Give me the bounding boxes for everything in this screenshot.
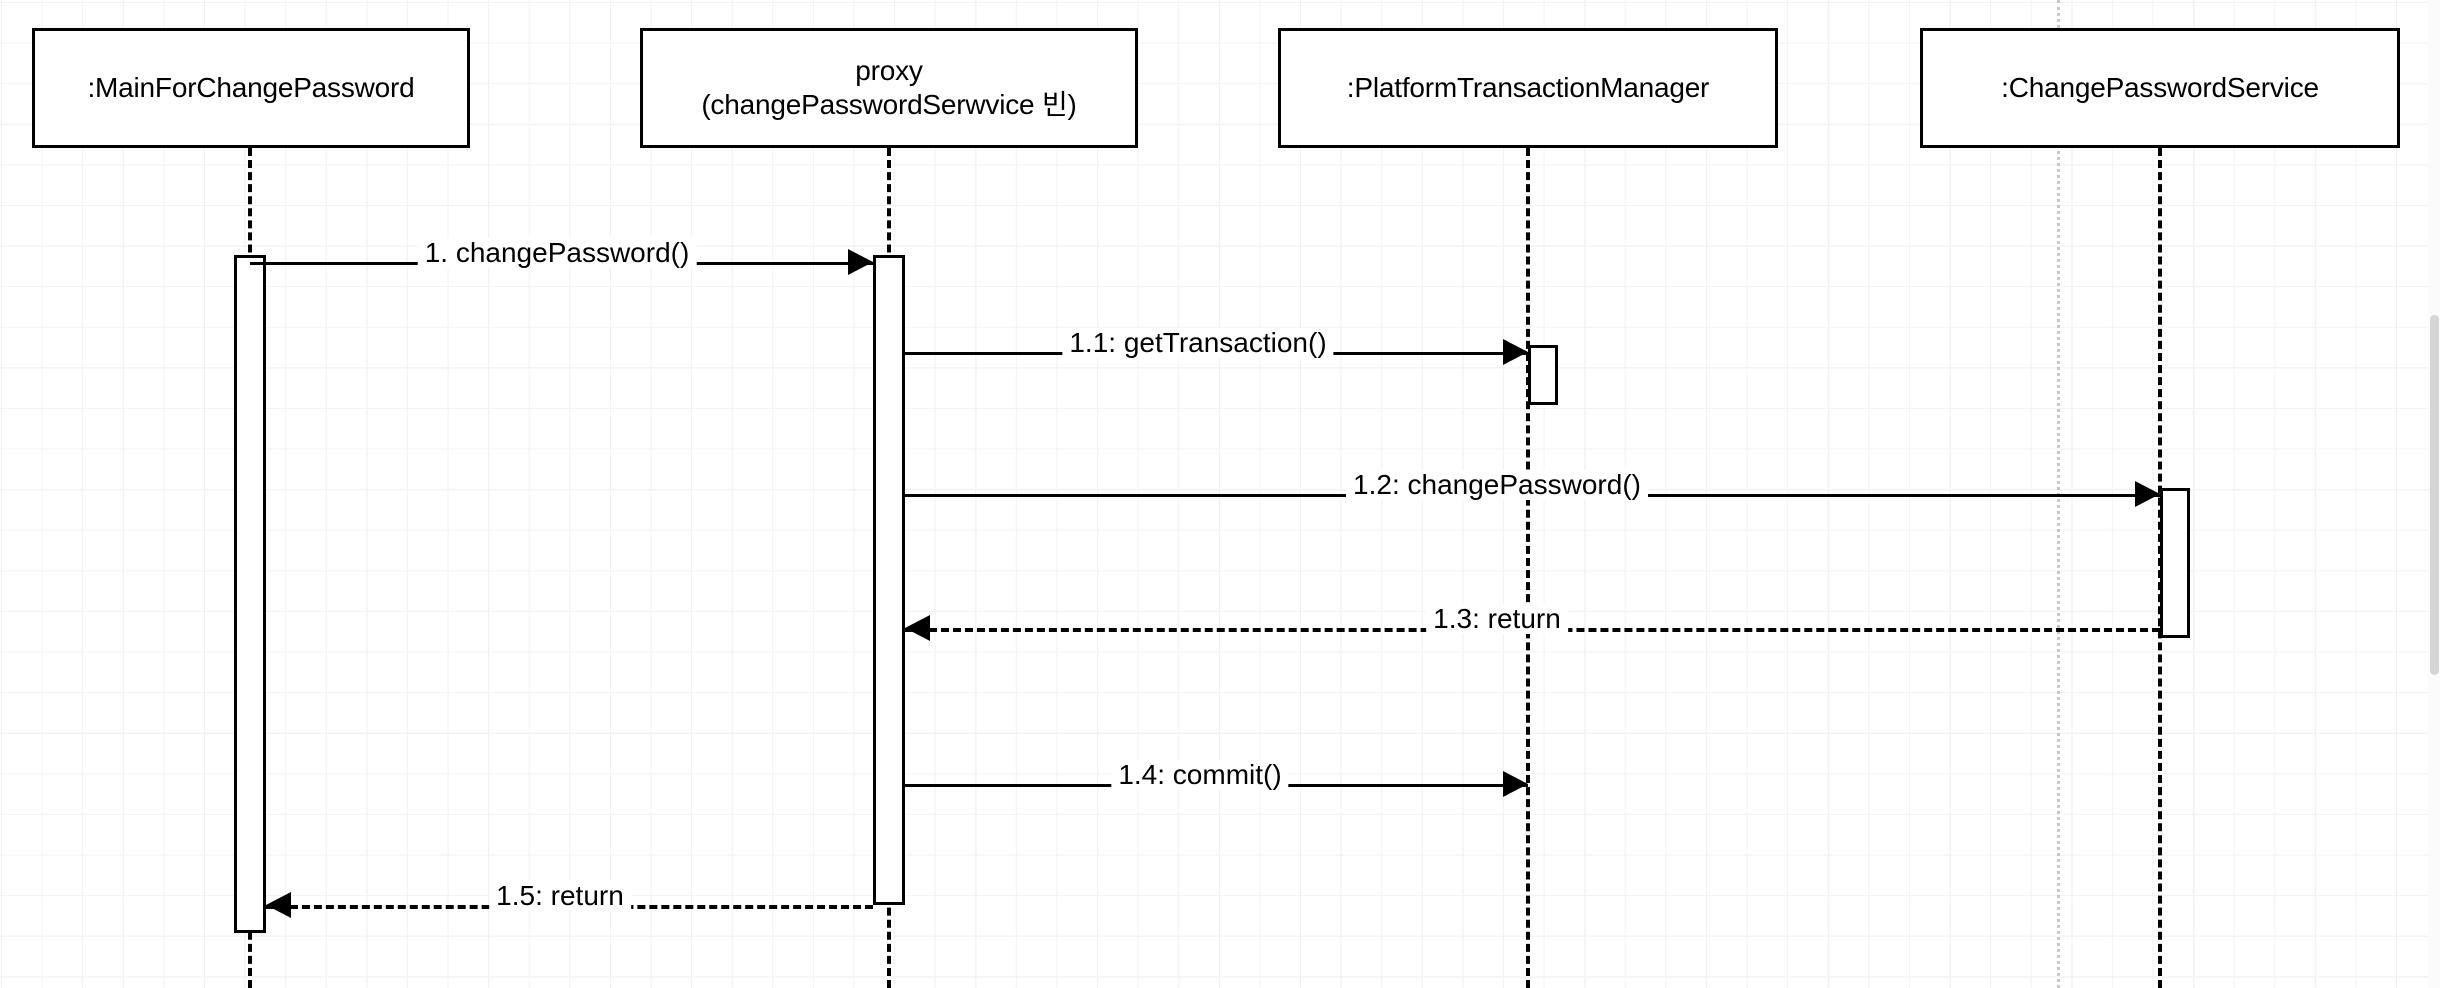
arrowhead-right-icon xyxy=(1503,771,1528,797)
activation-bar-main[interactable] xyxy=(234,255,266,933)
message-label: 1. changePassword() xyxy=(417,238,697,268)
message-label: 1.2: changePassword() xyxy=(1346,470,1648,500)
vertical-scrollbar-thumb[interactable] xyxy=(2430,315,2439,675)
message-label: 1.3: return xyxy=(1426,604,1568,634)
message-label: 1.1: getTransaction() xyxy=(1062,328,1334,358)
lifeline-box-platform-transaction-manager[interactable]: :PlatformTransactionManager xyxy=(1278,28,1778,148)
arrowhead-right-icon xyxy=(848,249,873,275)
lifeline-box-main-for-change-password[interactable]: :MainForChangePassword xyxy=(32,28,470,148)
activation-bar-change-password-service[interactable] xyxy=(2160,488,2190,638)
activation-bar-platform-transaction-manager[interactable] xyxy=(1528,345,1558,405)
arrowhead-right-icon xyxy=(1503,339,1528,365)
vertical-scrollbar-track[interactable] xyxy=(2428,0,2440,988)
lifeline-box-proxy[interactable]: proxy (changePasswordSerwvice 빈) xyxy=(640,28,1138,148)
arrowhead-left-icon xyxy=(905,615,930,641)
arrowhead-right-icon xyxy=(2135,481,2160,507)
message-label: 1.5: return xyxy=(489,881,631,911)
lifeline-stem-platform-transaction-manager xyxy=(1526,148,1530,988)
activation-bar-proxy[interactable] xyxy=(873,255,905,905)
message-label: 1.4: commit() xyxy=(1111,760,1289,790)
lifeline-box-change-password-service[interactable]: :ChangePasswordService xyxy=(1920,28,2400,148)
arrowhead-left-icon xyxy=(266,892,291,918)
